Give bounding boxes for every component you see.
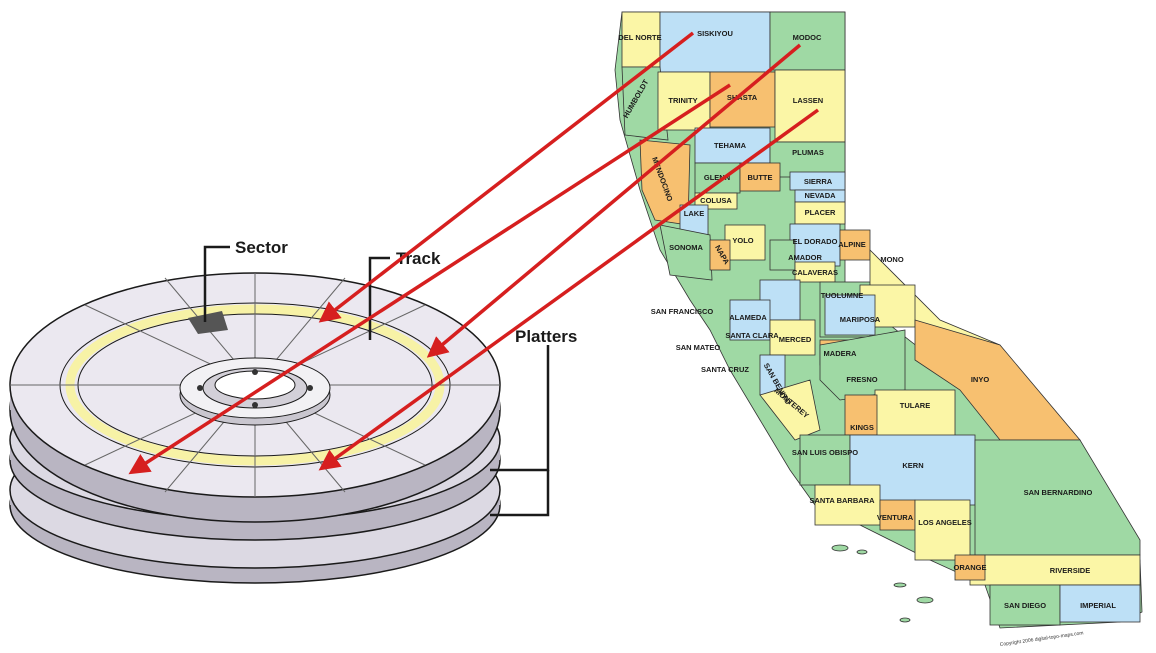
- county-label: CALAVERAS: [792, 268, 838, 277]
- county-label: TULARE: [900, 401, 930, 410]
- county-label: RIVERSIDE: [1050, 566, 1090, 575]
- county-label: SAN MATEO: [676, 343, 721, 352]
- county-label: VENTURA: [877, 513, 914, 522]
- county-label: MERCED: [779, 335, 812, 344]
- county-label: SAN LUIS OBISPO: [792, 448, 858, 457]
- county-label: PLUMAS: [792, 148, 824, 157]
- county-label: DEL NORTE: [618, 33, 661, 42]
- county-label: NEVADA: [804, 191, 836, 200]
- county-label: LASSEN: [793, 96, 823, 105]
- county-label: PLACER: [805, 208, 836, 217]
- california-county-map: [614, 11, 1143, 629]
- county-label: KERN: [902, 461, 923, 470]
- county-label: MADERA: [824, 349, 857, 358]
- county-label: SISKIYOU: [697, 29, 733, 38]
- county-label: LAKE: [684, 209, 704, 218]
- county-label: SAN FRANCISCO: [651, 307, 714, 316]
- map-copyright: Copyright 2006 digital-topo-maps.com: [999, 630, 1084, 648]
- county-label: SONOMA: [669, 243, 703, 252]
- county-label: IMPERIAL: [1080, 601, 1116, 610]
- county-label: TRINITY: [668, 96, 697, 105]
- county-label: GLENN: [704, 173, 730, 182]
- county-label: SANTA CLARA: [725, 331, 779, 340]
- county-label: TUOLUMNE: [821, 291, 864, 300]
- arrow-2: [128, 83, 731, 475]
- county-label: SANTA BARBARA: [810, 496, 876, 505]
- county-label: MONO: [880, 255, 903, 264]
- county-label: KINGS: [850, 423, 874, 432]
- sector-highlight: [188, 311, 228, 334]
- county-label: BUTTE: [748, 173, 773, 182]
- label-leaders: [203, 245, 550, 517]
- county-label: YOLO: [732, 236, 753, 245]
- county-label: SAN DIEGO: [1004, 601, 1046, 610]
- spindle-hub: [179, 357, 331, 426]
- sector-label: Sector: [235, 238, 288, 257]
- county-label: ORANGE: [954, 563, 987, 572]
- county-label: TEHAMA: [714, 141, 747, 150]
- mapping-arrows: [128, 31, 820, 475]
- county-label: MARIPOSA: [840, 315, 881, 324]
- hard-disk-illustration: Sector Track Platters: [9, 238, 577, 584]
- county-label: AMADOR: [788, 253, 822, 262]
- county-label: EL DORADO: [793, 237, 838, 246]
- county-label: SIERRA: [804, 177, 833, 186]
- arrow-1: [318, 31, 695, 323]
- arrow-4: [318, 108, 820, 471]
- county-label: ALAMEDA: [729, 313, 767, 322]
- county-label: MODOC: [793, 33, 822, 42]
- county-label: SANTA CRUZ: [701, 365, 749, 374]
- arrow-3: [426, 43, 802, 358]
- county-label: SAN BERNARDINO: [1024, 488, 1093, 497]
- county-label: COLUSA: [700, 196, 732, 205]
- county-label: SHASTA: [727, 93, 758, 102]
- county-label: FRESNO: [846, 375, 877, 384]
- county-label: LOS ANGELES: [918, 518, 971, 527]
- county-label: INYO: [971, 375, 990, 384]
- platters-label: Platters: [515, 327, 577, 346]
- county-label: ALPINE: [838, 240, 866, 249]
